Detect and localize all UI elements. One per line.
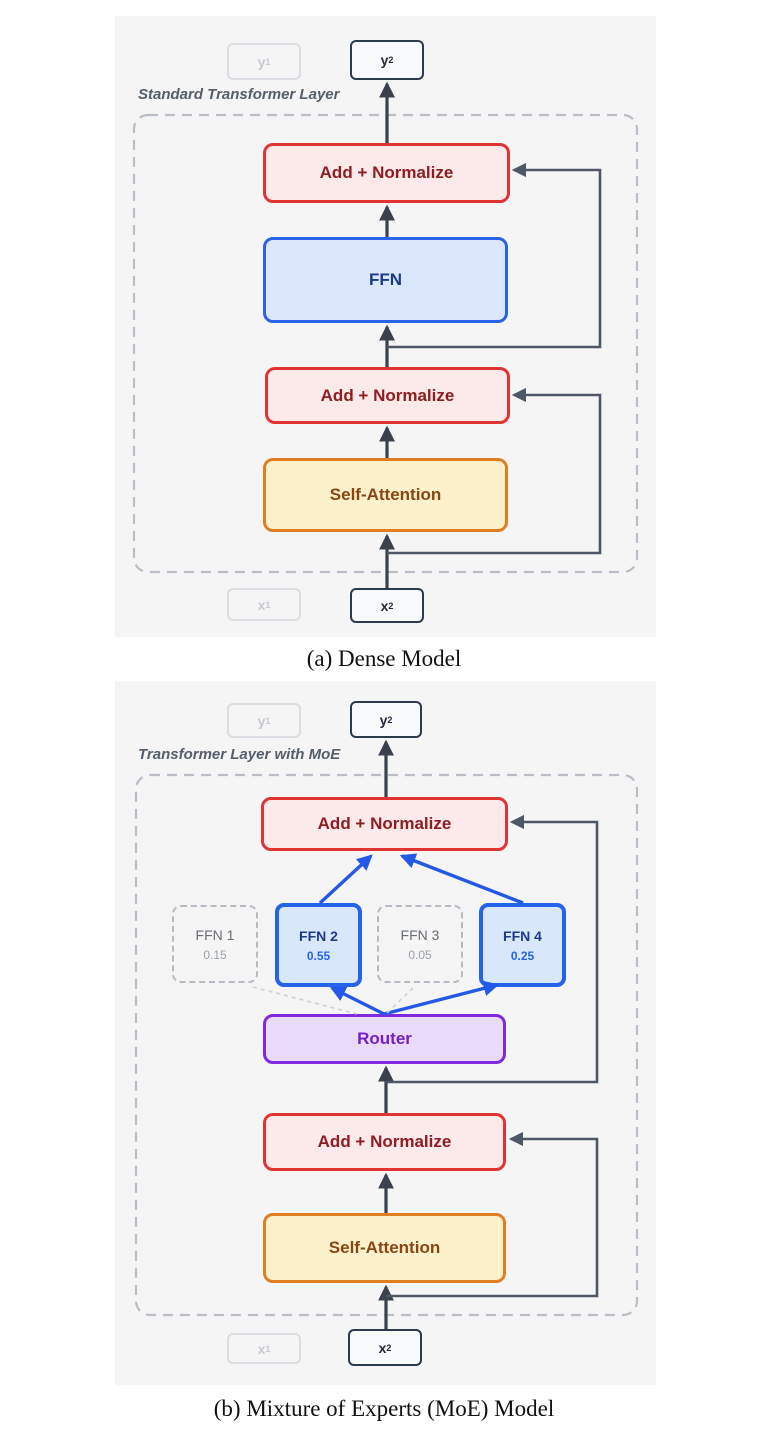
- token-label: y: [257, 53, 266, 70]
- moe-frame-label: Transformer Layer with MoE: [138, 746, 341, 763]
- expert-ffn-2: FFN 2 0.55: [275, 903, 362, 987]
- expert-ffn-3: FFN 3 0.05: [377, 905, 463, 983]
- dense-frame-label: Standard Transformer Layer: [138, 86, 340, 103]
- expert-weight: 0.55: [306, 948, 331, 963]
- expert-weight: 0.25: [510, 948, 535, 963]
- expert-weight: 0.15: [203, 947, 227, 962]
- add-normalize-block-bottom-dense: Add + Normalize: [265, 367, 510, 424]
- dense-model-panel: [115, 16, 656, 637]
- expert-label: FFN 2: [299, 927, 338, 944]
- token-label: y: [380, 52, 389, 68]
- add-normalize-block-middle-moe: Add + Normalize: [263, 1113, 506, 1171]
- token-label: y: [257, 712, 266, 729]
- add-normalize-block-top-dense: Add + Normalize: [263, 143, 510, 203]
- caption-moe-model: (b) Mixture of Experts (MoE) Model: [213, 1396, 555, 1421]
- expert-ffn-4: FFN 4 0.25: [479, 903, 566, 987]
- token-label: x: [257, 596, 266, 613]
- self-attention-block-moe: Self-Attention: [263, 1213, 506, 1283]
- expert-ffn-1: FFN 1 0.15: [172, 905, 258, 983]
- caption-dense-model: (a) Dense Model: [306, 646, 462, 671]
- expert-label: FFN 3: [400, 926, 440, 943]
- token-label: x: [257, 1340, 266, 1357]
- token-label: x: [380, 597, 389, 614]
- expert-weight: 0.05: [408, 947, 432, 962]
- expert-label: FFN 1: [195, 926, 235, 943]
- token-label: x: [378, 1339, 387, 1356]
- token-label: y: [379, 711, 388, 728]
- expert-label: FFN 4: [503, 927, 542, 944]
- router-block: Router: [263, 1014, 506, 1064]
- self-attention-block-dense: Self-Attention: [263, 458, 508, 532]
- ffn-block-dense: FFN: [263, 237, 508, 323]
- add-normalize-block-top-moe: Add + Normalize: [261, 797, 508, 851]
